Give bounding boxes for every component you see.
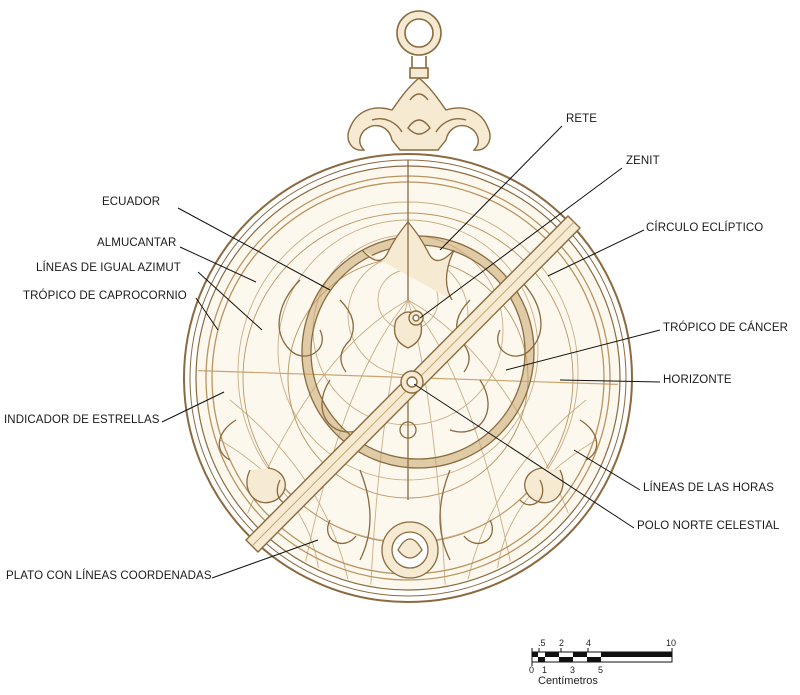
leader-lines	[161, 125, 661, 579]
label-ecuador: ECUADOR	[102, 196, 161, 208]
label-indicador-estrellas: INDICADOR DE ESTRELLAS	[4, 414, 160, 426]
leader-ecuador	[177, 207, 331, 291]
leader-almucantar	[179, 246, 257, 283]
leader-lineas-horas	[573, 449, 641, 491]
label-tropico-cancer: TRÓPICO DE CÁNCER	[663, 322, 789, 334]
scale-unit: Centímetros	[538, 675, 598, 687]
scale-bottom-tick: 5	[598, 665, 604, 675]
suspension-ring	[396, 10, 442, 79]
scale-bottom-tick: 3	[570, 665, 576, 675]
lower-ornament	[276, 400, 544, 579]
label-tropico-capricornio: TRÓPICO DE CAPROCORNIO	[23, 290, 187, 302]
scale-top-tick: 10	[666, 638, 677, 648]
leader-circulo-ecliptico	[547, 229, 645, 277]
leader-polo-norte	[413, 383, 635, 529]
label-circulo-ecliptico: CÍRCULO ECLÍPTICO	[646, 222, 764, 234]
scale-bottom-tick: 0	[529, 665, 535, 675]
label-lineas-igual-azimut: LÍNEAS DE IGUAL AZIMUT	[36, 262, 181, 274]
leader-rete	[439, 125, 563, 251]
scale-top-tick: 2	[559, 638, 565, 648]
label-plato: PLATO CON LÍNEAS COORDENADAS	[6, 570, 212, 582]
scale-top-tick: .5	[538, 638, 546, 648]
leader-tropico-cancer	[505, 329, 661, 371]
leader-indicador-estrellas	[161, 391, 225, 423]
leader-lineas-igual-azimut	[197, 271, 263, 331]
leader-horizonte	[559, 379, 661, 383]
scale-bottom-tick: 1	[542, 665, 548, 675]
label-lineas-horas: LÍNEAS DE LAS HORAS	[643, 482, 774, 494]
scale-bar	[531, 648, 673, 666]
leader-plato	[211, 539, 319, 579]
label-zenit: ZENIT	[626, 155, 660, 167]
scale-top-tick: 4	[586, 638, 592, 648]
leader-tropico-capricornio	[195, 297, 219, 331]
label-horizonte: HORIZONTE	[663, 374, 732, 386]
label-rete: RETE	[566, 113, 598, 125]
label-polo-norte: POLO NORTE CELESTIAL	[637, 520, 780, 532]
center-pin	[400, 310, 424, 394]
throne-ornament	[347, 77, 491, 151]
leader-zenit	[419, 167, 623, 319]
label-almucantar: ALMUCANTAR	[97, 237, 177, 249]
